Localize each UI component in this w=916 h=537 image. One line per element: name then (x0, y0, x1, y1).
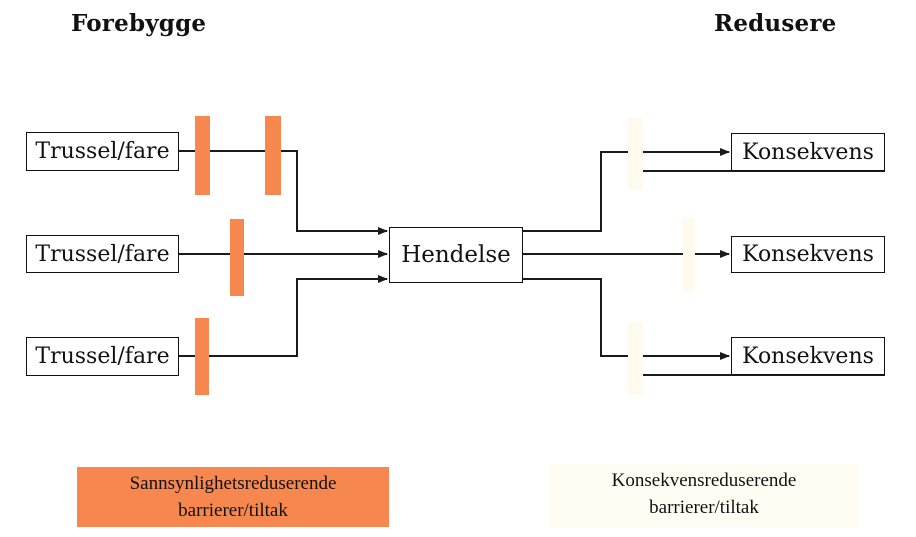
reduce-barrier (628, 118, 643, 190)
consequence-box-2: Konsekvens (731, 236, 885, 273)
heading-prevent: Forebygge (71, 10, 207, 37)
threat-box-3: Trussel/fare (26, 337, 179, 376)
reduce-barrier (683, 218, 695, 292)
consequence-label: Konsekvens (742, 242, 874, 267)
legend-line: Konsekvensreduserende (611, 470, 797, 491)
threat-label: Trussel/fare (35, 344, 170, 369)
consequence-3-connector (523, 278, 628, 357)
prevent-barrier (230, 219, 244, 296)
legend-consequence-reducing: Konsekvensreduserende barrierer/tiltak (548, 464, 860, 528)
legend-probability-reducing: Sannsynlighetsreduserende barrierer/tilt… (77, 467, 389, 527)
threat-3-connector (179, 275, 388, 357)
prevent-barrier (195, 116, 210, 195)
consequence-label: Konsekvens (742, 139, 874, 165)
reduce-barrier (628, 322, 643, 395)
legend-line: Sannsynlighetsreduserende (129, 473, 337, 494)
prevent-barrier (265, 116, 281, 195)
threat-label: Trussel/fare (35, 241, 170, 267)
threat-box-1: Trussel/fare (26, 132, 179, 171)
consequence-label: Konsekvens (742, 343, 874, 369)
threat-box-2: Trussel/fare (26, 235, 179, 273)
prevent-barrier (195, 318, 209, 395)
threat-1-connector (179, 150, 388, 235)
heading-reduce: Redusere (714, 10, 837, 37)
legend-line: barrierer/tiltak (178, 500, 288, 521)
threat-label: Trussel/fare (35, 139, 170, 164)
legend-line: barrierer/tiltak (649, 497, 759, 518)
event-box: Hendelse (389, 227, 523, 283)
consequence-box-1: Konsekvens (731, 133, 885, 171)
event-label: Hendelse (401, 242, 511, 268)
consequence-box-3: Konsekvens (731, 337, 885, 375)
consequence-1-connector (523, 151, 628, 232)
